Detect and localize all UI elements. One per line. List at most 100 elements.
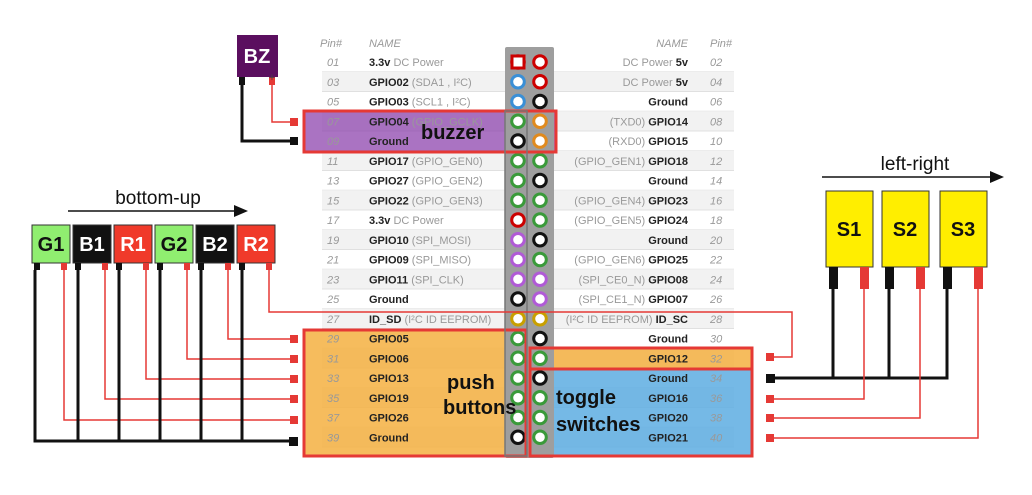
switch-pin-ground bbox=[829, 267, 838, 289]
buzzer-name: BZ bbox=[244, 46, 271, 68]
pin-name-left-sub: (GPIO_GEN0) bbox=[409, 156, 483, 168]
pin-number-right: 24 bbox=[709, 274, 722, 286]
pin-circle-left bbox=[510, 113, 526, 130]
pin-name-left-main: GPIO03 bbox=[369, 97, 409, 109]
pin-number-right: 14 bbox=[710, 176, 722, 188]
pin-name-right-main: Ground bbox=[648, 97, 688, 109]
pin-number-left: 39 bbox=[327, 432, 339, 444]
pin-name-right: GPIO20 bbox=[648, 413, 688, 425]
pin-name-left: GPIO27 (GPIO_GEN2) bbox=[369, 176, 483, 188]
led-pin-anode bbox=[102, 263, 108, 270]
pin-circle-left bbox=[510, 152, 526, 169]
pin-name-left-sub: (SDA1 , I²C) bbox=[409, 77, 472, 89]
pin-name-right-main: GPIO16 bbox=[648, 393, 688, 405]
pin-1-square bbox=[510, 54, 526, 70]
pin-name-left-main: GPIO05 bbox=[369, 334, 409, 346]
pin-circle-left bbox=[510, 133, 526, 149]
pin-number-left: 09 bbox=[327, 136, 339, 148]
pin-name-right: Ground bbox=[648, 373, 688, 385]
bottom-up-label: bottom-up bbox=[115, 188, 201, 209]
switch-signal-wire bbox=[772, 289, 921, 419]
row-stripe-right bbox=[552, 111, 734, 131]
push-label-line2: buttons bbox=[443, 397, 516, 419]
pin-circle-left bbox=[510, 192, 526, 209]
pin-name-left: GPIO10 (SPI_MOSI) bbox=[369, 235, 471, 247]
pin-circle-right bbox=[532, 291, 548, 307]
pin-name-right: DC Power 5v bbox=[623, 77, 689, 89]
pin-number-right: 22 bbox=[709, 255, 722, 267]
pin-number-left: 01 bbox=[327, 57, 339, 69]
pin-name-right: Ground bbox=[648, 235, 688, 247]
pin-name-right: GPIO16 bbox=[648, 393, 688, 405]
switch-pin-ground bbox=[885, 267, 894, 289]
pin-circle-left bbox=[510, 73, 526, 90]
pin-name-left: 3.3v DC Power bbox=[369, 215, 444, 227]
row-stripe-left bbox=[322, 308, 506, 329]
pin-name-right-main: (SPI_CE0_N) bbox=[579, 274, 649, 286]
pin-number-right: 20 bbox=[709, 235, 723, 247]
pin-name-right: (GPIO_GEN6) GPIO25 bbox=[574, 255, 688, 267]
header-name-left: NAME bbox=[369, 38, 401, 50]
pin-number-left: 11 bbox=[327, 156, 338, 168]
pin-number-right: 38 bbox=[710, 413, 723, 425]
row-stripe-right bbox=[552, 71, 734, 92]
led-terminal bbox=[290, 395, 298, 403]
push-buttons-region bbox=[304, 330, 526, 456]
buzzer-signal-wire bbox=[271, 85, 292, 123]
pin-name-right-bold: 5v bbox=[676, 57, 689, 69]
switch-ground-wire bbox=[833, 289, 891, 380]
switch-s3 bbox=[939, 190, 988, 268]
pin-name-right-bold: GPIO18 bbox=[648, 156, 688, 168]
pin-name-right-main: DC Power bbox=[623, 57, 676, 69]
pin-name-left: GPIO04 (GPIO_GCLK) bbox=[369, 116, 483, 128]
pin-name-left-main: GPIO02 bbox=[369, 77, 409, 89]
pin-circle-right bbox=[532, 251, 548, 268]
pin-name-right-main: (GPIO_GEN6) bbox=[574, 255, 648, 267]
pin-name-left-sub: (SPI_MOSI) bbox=[409, 235, 471, 247]
led-terminal bbox=[290, 355, 298, 363]
led-pin-cathode bbox=[116, 263, 122, 270]
pin-number-left: 29 bbox=[326, 334, 339, 346]
pin-name-right-main: Ground bbox=[648, 373, 688, 385]
pin-name-right: (GPIO_GEN5) GPIO24 bbox=[574, 215, 689, 227]
pin-circle-right bbox=[532, 429, 548, 446]
pin-circle-left bbox=[510, 251, 526, 268]
pin-name-right-bold: 5v bbox=[676, 77, 689, 89]
led-r2 bbox=[236, 224, 276, 264]
pin-name-left-main: GPIO13 bbox=[369, 373, 409, 385]
pin-name-right-main: Ground bbox=[648, 334, 688, 346]
pin32-region bbox=[530, 348, 752, 369]
pin-name-left-main: GPIO19 bbox=[369, 393, 409, 405]
buzzer-label: buzzer bbox=[421, 122, 485, 144]
pin-name-left: ID_SD (I²C ID EEPROM) bbox=[369, 314, 491, 326]
pin-name-right: (RXD0) GPIO15 bbox=[609, 136, 688, 148]
pin-name-left: GPIO06 bbox=[369, 353, 409, 365]
switch-pin-ground bbox=[943, 267, 952, 289]
pin-name-left-main: GPIO11 bbox=[369, 274, 408, 286]
header-pin-right: Pin# bbox=[710, 38, 733, 50]
pin-number-left: 17 bbox=[327, 215, 340, 227]
pin-name-left: Ground bbox=[369, 432, 409, 444]
pin-name-right-main: GPIO21 bbox=[648, 432, 688, 444]
pin-name-left-main: GPIO27 bbox=[369, 176, 409, 188]
r2-anode-wire bbox=[268, 270, 793, 358]
pin-name-left-sub: (GPIO_GCLK) bbox=[409, 116, 483, 128]
push-label-line1: push bbox=[447, 372, 495, 394]
led-label-r1: R1 bbox=[120, 234, 146, 256]
led-pin-cathode bbox=[157, 263, 163, 270]
pin-name-left: GPIO02 (SDA1 , I²C) bbox=[369, 77, 472, 89]
pin-name-right: (SPI_CE0_N) GPIO08 bbox=[579, 274, 688, 286]
pin-name-right-main: (GPIO_GEN1) bbox=[574, 156, 648, 168]
toggle-label-line1: toggle bbox=[556, 387, 616, 409]
buzzer-body bbox=[237, 35, 278, 77]
pin-number-left: 07 bbox=[327, 116, 340, 128]
pin-name-left-sub: DC Power bbox=[390, 215, 444, 227]
pin-name-left: GPIO19 bbox=[369, 393, 409, 405]
row-stripe-right bbox=[552, 308, 734, 329]
buzzer-region-outline bbox=[302, 109, 558, 154]
pin-name-left: GPIO03 (SCL1 , I²C) bbox=[369, 97, 470, 109]
pin-circle-right bbox=[532, 93, 548, 110]
row-stripe-left bbox=[322, 71, 506, 92]
pin-number-right: 34 bbox=[710, 373, 722, 385]
